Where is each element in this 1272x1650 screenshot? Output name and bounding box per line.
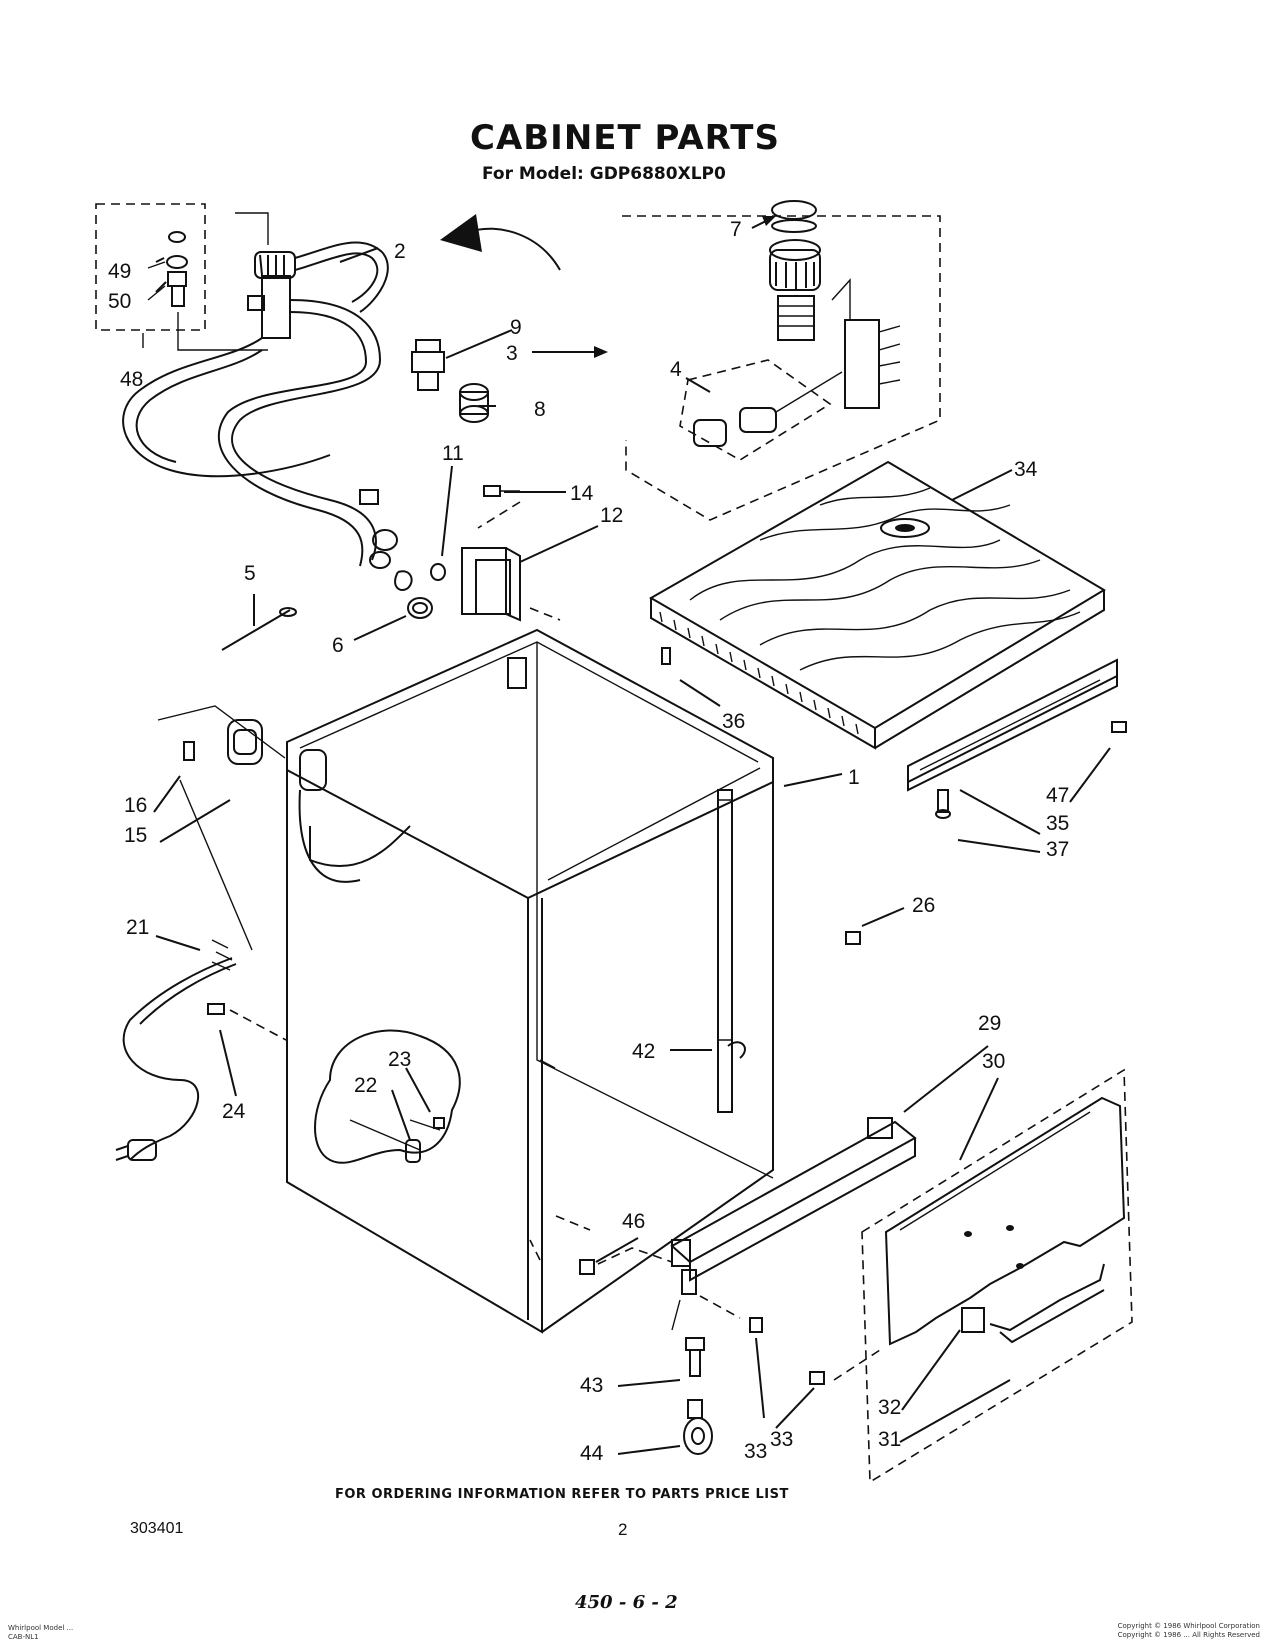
- cabinet-body: [286, 628, 774, 1334]
- callout-2: 2: [394, 240, 406, 263]
- callout-42: 42: [632, 1040, 655, 1063]
- document-number: 303401: [130, 1520, 184, 1537]
- callout-21: 21: [126, 916, 149, 939]
- fine-print-right: Copyright © 1986 Whirlpool Corporation C…: [1117, 1622, 1260, 1639]
- callout-31: 31: [878, 1428, 901, 1451]
- page-title: CABINET PARTS: [470, 118, 780, 158]
- base-rail-and-legs: [579, 1117, 917, 1455]
- valve-assembly-group: [622, 200, 941, 521]
- callout-8: 8: [534, 398, 546, 421]
- callout-43: 43: [580, 1374, 603, 1397]
- fill-hose-assembly: [122, 241, 413, 591]
- callout-24: 24: [222, 1100, 246, 1123]
- callout-7: 7: [730, 218, 742, 241]
- callout-37: 37: [1046, 838, 1069, 861]
- callout-16: 16: [124, 794, 147, 817]
- callout-48: 48: [120, 368, 143, 391]
- callout-32: 32: [878, 1396, 901, 1419]
- callout-50: 50: [108, 290, 131, 313]
- callout-44: 44: [580, 1442, 604, 1465]
- leader-lines: [153, 216, 1111, 1455]
- toe-panel-group: [861, 1068, 1133, 1484]
- callout-9: 9: [510, 316, 522, 339]
- callout-22: 22: [354, 1074, 377, 1097]
- callout-33-left: 33: [744, 1440, 767, 1463]
- ordering-note: FOR ORDERING INFORMATION REFER TO PARTS …: [335, 1487, 789, 1502]
- callout-29: 29: [978, 1012, 1001, 1035]
- page-number: 2: [618, 1520, 628, 1539]
- callout-46: 46: [622, 1210, 645, 1233]
- callout-47: 47: [1046, 784, 1069, 807]
- hose-bracket: [430, 485, 561, 622]
- callout-30: 30: [982, 1050, 1005, 1073]
- callout-36: 36: [722, 710, 745, 733]
- top-rail: [907, 658, 1127, 819]
- callout-5: 5: [244, 562, 256, 585]
- callout-34: 34: [1014, 458, 1038, 481]
- callout-23: 23: [388, 1048, 411, 1071]
- callout-1: 1: [848, 766, 860, 789]
- callout-35: 35: [1046, 812, 1069, 835]
- model-subtitle: For Model: GDP6880XLP0: [482, 164, 726, 184]
- fittings-8-9: [411, 339, 489, 423]
- callout-6: 6: [332, 634, 344, 657]
- callout-11: 11: [442, 442, 464, 465]
- fine-print-left: Whirlpool Model ... CAB-NL1: [8, 1624, 74, 1641]
- callout-49: 49: [108, 260, 131, 283]
- power-cord-assembly: [115, 705, 287, 1161]
- direction-arrow: [440, 214, 561, 271]
- callout-3: 3: [506, 342, 518, 365]
- wood-top: [648, 460, 1106, 750]
- callout-12: 12: [600, 504, 623, 527]
- handwritten-note: 450 - 6 - 2: [575, 1592, 678, 1613]
- callout-4: 4: [670, 358, 682, 381]
- callout-14: 14: [570, 482, 594, 505]
- callout-15: 15: [124, 824, 147, 847]
- callout-labels: 2 3 4 7 9 8 14 11 12 5 6 34 36 1 47 35 3…: [108, 218, 1069, 1465]
- callout-33-right: 33: [770, 1428, 793, 1451]
- pin-and-clamp: [221, 597, 433, 651]
- callout-26: 26: [912, 894, 935, 917]
